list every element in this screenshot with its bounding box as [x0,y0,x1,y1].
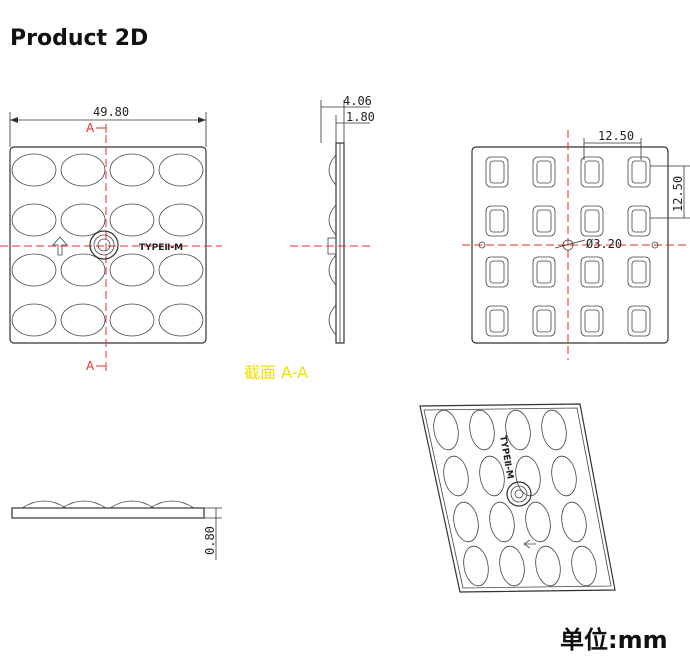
pitch-x-dimension: 12.50 [598,129,634,143]
page-title: Product 2D [10,26,149,51]
isometric-model-label: TYPEⅡ-M [497,435,514,480]
section-marker-bottom: A [86,359,95,373]
height-dimension: 4.06 [343,94,372,108]
model-label: TYPEⅡ-M [139,243,183,253]
isometric-lens-array [433,409,597,587]
side-view: 4.06 1.80 [290,94,375,344]
section-label: 截面 A-A [244,363,308,382]
hole-dimension: Ø3.20 [586,237,622,251]
pitch-y-dimension: 12.50 [671,176,685,212]
isometric-view: TYPEⅡ-M [419,403,616,593]
front-lens-array [11,153,204,337]
front-view: 49.80 A A [0,105,222,373]
profile-view: 0.80 [11,500,222,560]
base-dimension: 0.80 [203,526,217,555]
unit-label: 单位:mm [560,626,668,654]
section-marker-top: A [86,121,95,135]
back-pocket-array [485,156,651,337]
thickness-dimension: 1.80 [346,110,375,124]
width-dimension: 49.80 [93,105,129,119]
back-view: 12.50 12.50 [462,129,690,360]
